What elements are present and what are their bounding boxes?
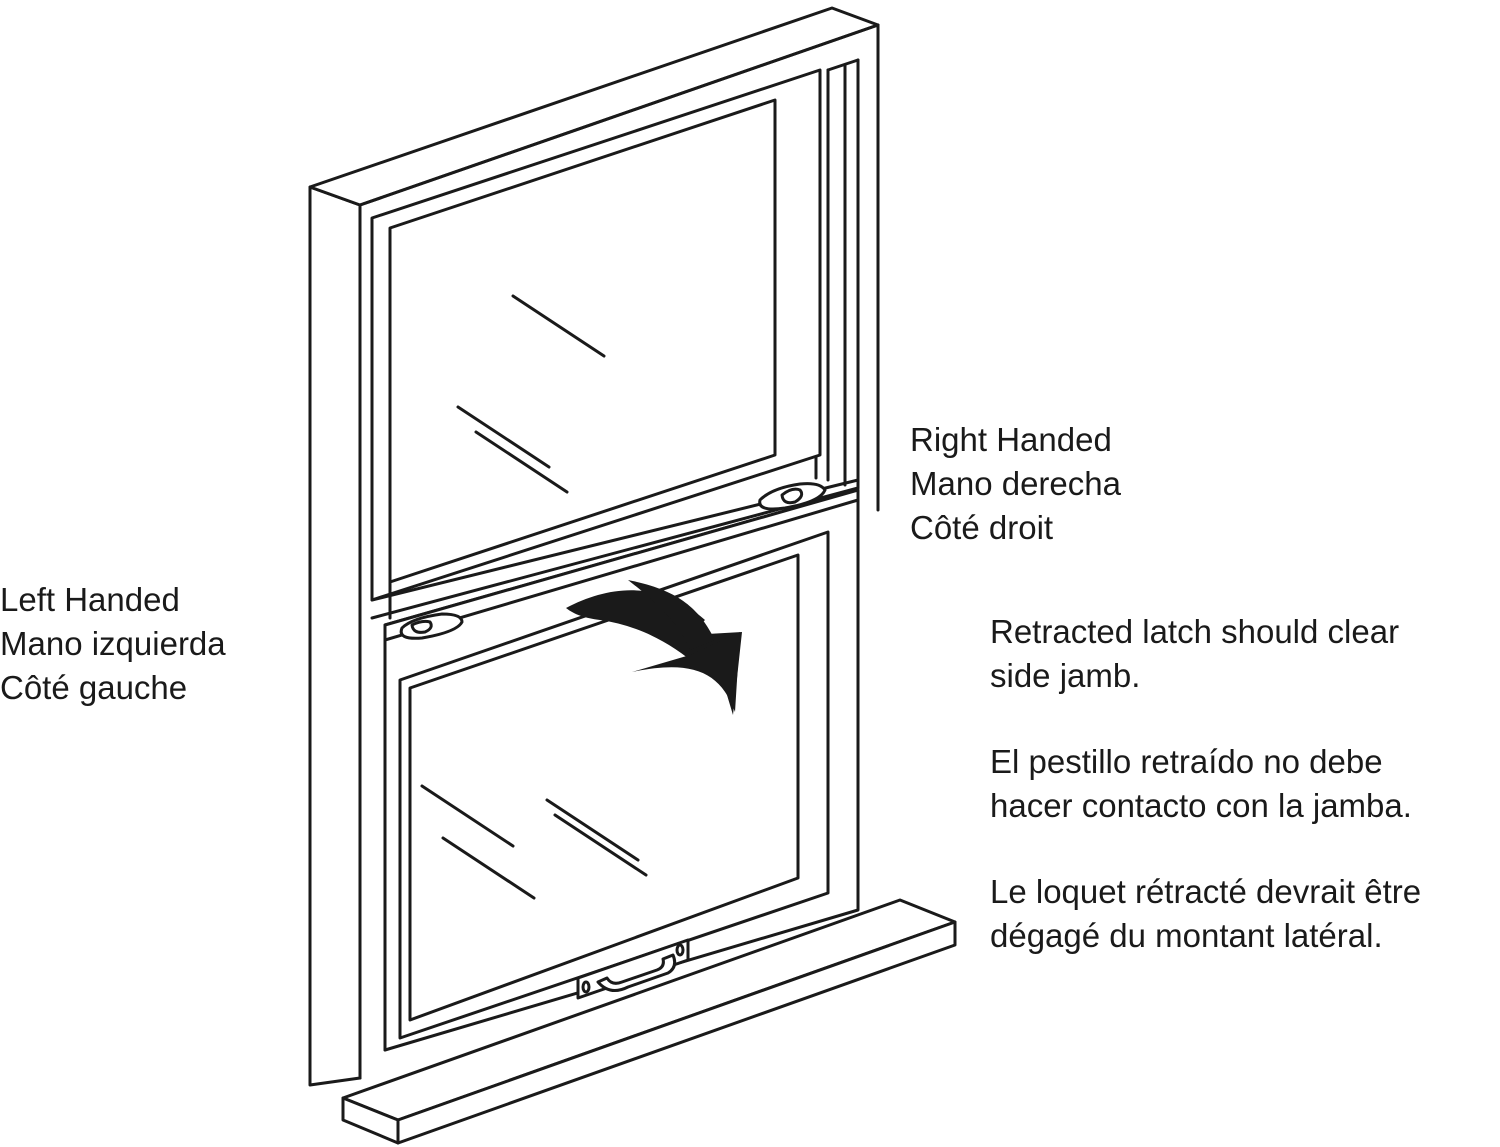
right-label-en: Right Handed xyxy=(910,421,1112,458)
right-handed-label: Right Handed Mano derecha Côté droit xyxy=(910,418,1121,550)
note-fr-line: dégagé du montant latéral. xyxy=(990,917,1383,954)
lower-sash xyxy=(383,488,860,1052)
left-handed-label: Left Handed Mano izquierda Côté gauche xyxy=(0,578,226,710)
note-en: Retracted latch should clear side jamb. xyxy=(990,610,1421,698)
note-en-line: Retracted latch should clear xyxy=(990,613,1400,650)
note-fr: Le loquet rétracté devrait être dégagé d… xyxy=(990,870,1421,958)
upper-sash xyxy=(370,68,860,620)
left-label-es: Mano izquierda xyxy=(0,625,226,662)
sash-latch-left-icon xyxy=(399,612,464,640)
note-en-line: side jamb. xyxy=(990,657,1141,694)
sash-latch-right-icon xyxy=(758,482,827,511)
left-label-en: Left Handed xyxy=(0,581,180,618)
left-label-fr: Côté gauche xyxy=(0,669,188,706)
window-sill xyxy=(341,898,957,1145)
note-es: El pestillo retraído no debe hacer conta… xyxy=(990,740,1421,828)
note-es-line: El pestillo retraído no debe xyxy=(990,743,1383,780)
sash-lift-handle-icon xyxy=(576,938,690,1000)
curved-arrow-icon-head xyxy=(632,632,740,712)
latch-note: Retracted latch should clear side jamb. … xyxy=(990,610,1421,958)
note-fr-line: Le loquet rétracté devrait être xyxy=(990,873,1422,910)
right-label-es: Mano derecha xyxy=(910,465,1121,502)
note-es-line: hacer contacto con la jamba. xyxy=(990,787,1412,824)
right-label-fr: Côté droit xyxy=(910,509,1054,546)
curved-arrow-icon-tail xyxy=(628,580,715,650)
